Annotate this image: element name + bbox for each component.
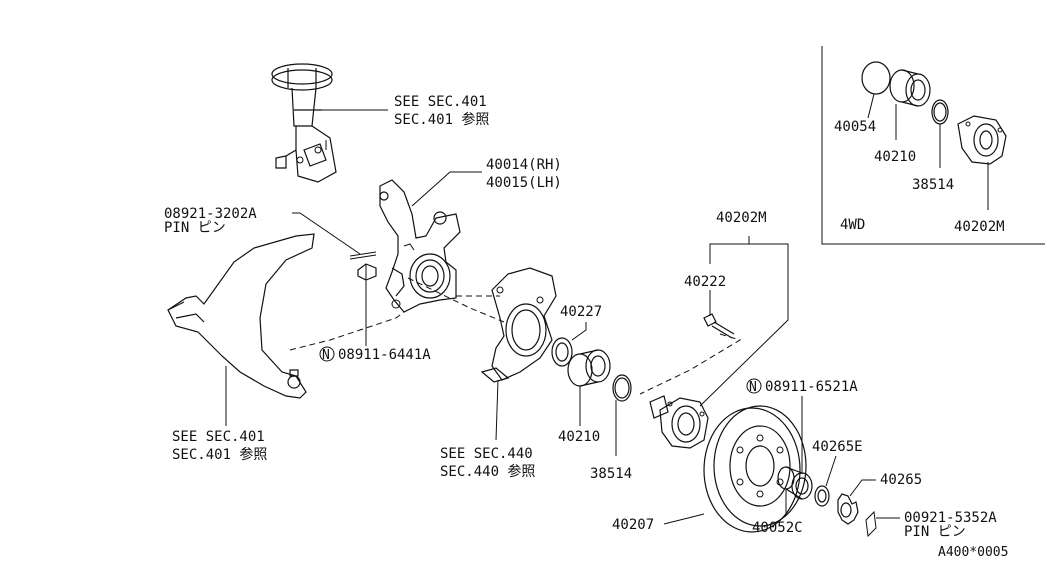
- hub-nut-part-label: 08911-6521A: [765, 379, 858, 395]
- arm-reference-label: SEE SEC.401: [172, 429, 265, 445]
- snap-ring-label: 38514: [590, 466, 632, 482]
- outer-bearing-label: 40052C: [752, 520, 803, 536]
- knuckle-lh-label: 40015(LH): [486, 175, 562, 191]
- assembly-line-bolt: [639, 333, 742, 395]
- seal-leader-line: [571, 322, 587, 341]
- castle-nut-small: [357, 263, 377, 281]
- washer: [814, 485, 830, 507]
- cotter-part-label: 00921-5352A: [904, 510, 997, 526]
- hub-bracket: [699, 243, 789, 407]
- wheel-bearing: [567, 349, 611, 387]
- strut-reference-label-jp: SEC.401 参照: [394, 111, 489, 128]
- inset-bearing-label: 40210: [874, 149, 916, 165]
- dust-shield: [480, 267, 557, 383]
- strut-assembly: [271, 63, 337, 183]
- shield-reference-label-jp: SEC.440 参照: [440, 463, 535, 480]
- inset-bearing: [889, 69, 931, 107]
- inset-snap-ring-label: 38514: [912, 177, 954, 193]
- hub-nut-marker-circle: [746, 378, 762, 394]
- pin-part-label: 08921-3202A: [164, 206, 257, 222]
- inset-snap-ring: [931, 99, 949, 125]
- lock-nut-label: 40265: [880, 472, 922, 488]
- inset-cap-label: 40054: [834, 119, 876, 135]
- steering-knuckle: [379, 179, 461, 313]
- inset-cap-leader-line: [867, 93, 875, 119]
- seal-label: 40227: [560, 304, 602, 320]
- hub-assembly-label: 40202M: [716, 210, 767, 226]
- snap-ring: [612, 374, 632, 402]
- nut-part-label: 08911-6441A: [338, 347, 431, 363]
- wheel-hub: [649, 395, 709, 449]
- lock-nut: [837, 493, 859, 525]
- washer-leader-line: [825, 455, 837, 487]
- pin-name-label: PIN ピン: [164, 220, 226, 236]
- strut-reference-label: SEE SEC.401: [394, 94, 487, 110]
- brake-rotor: [703, 405, 807, 533]
- knuckle-leader-line: [411, 171, 482, 207]
- cotter-pin: [865, 510, 877, 538]
- pin-leader-line: [292, 212, 361, 255]
- inset-4wd-panel: 4WD 40054 40210 38514 40202M: [821, 46, 1045, 245]
- hub-bolt: [703, 313, 735, 339]
- nut-marker-circle: [319, 346, 335, 362]
- shield-leader-line: [495, 379, 499, 441]
- inset-hub: [957, 115, 1007, 165]
- lower-control-arm: [167, 233, 315, 399]
- diagram-id: A400*0005: [938, 545, 1008, 560]
- washer-label: 40265E: [812, 439, 863, 455]
- inset-title: 4WD: [840, 217, 865, 233]
- rotor-label: 40207: [612, 517, 654, 533]
- inset-cap: [861, 61, 891, 95]
- inset-hub-label: 40202M: [954, 219, 1005, 235]
- shield-reference-label: SEE SEC.440: [440, 446, 533, 462]
- bolt-label: 40222: [684, 274, 726, 290]
- knuckle-rh-label: 40014(RH): [486, 157, 562, 173]
- assembly-line-knuckle-shield: [407, 277, 505, 323]
- lock-nut-leader-line: [849, 479, 876, 497]
- inner-seal: [551, 337, 573, 367]
- hub-nut-marker-letter: N: [749, 380, 757, 395]
- rotor-leader-line: [663, 513, 705, 525]
- cotter-name-label: PIN ピン: [904, 524, 966, 540]
- assembly-line-arm: [289, 311, 405, 351]
- arm-reference-label-jp: SEC.401 参照: [172, 446, 267, 463]
- bearing-label: 40210: [558, 429, 600, 445]
- nut-marker-letter: N: [322, 348, 330, 363]
- cotter-pin-small: [349, 251, 377, 260]
